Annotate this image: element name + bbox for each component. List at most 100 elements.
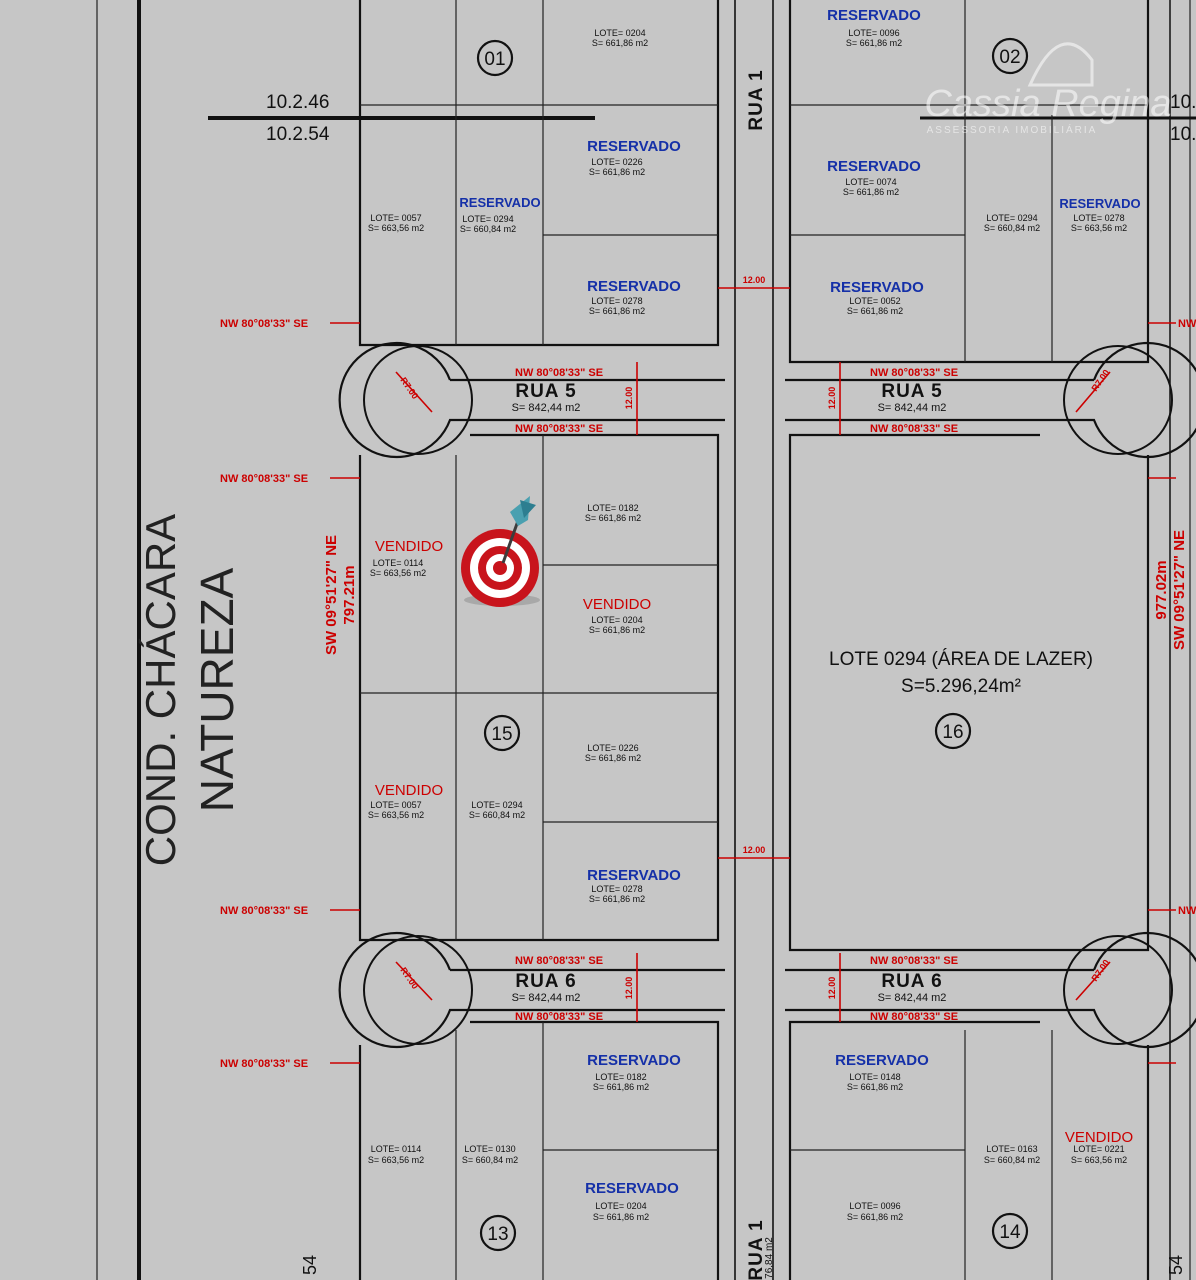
width-12-a: 12.00 — [743, 275, 766, 285]
street-name: RUA 5 — [881, 381, 942, 402]
leisure-area: S=5.296,24m² — [901, 676, 1021, 697]
street-name: RUA 6 — [515, 971, 576, 992]
radius-3: R7.00 — [398, 965, 420, 990]
map-text: S= 660,84 m2 — [460, 224, 516, 234]
street-name: RUA 5 — [515, 381, 576, 402]
map-text: RESERVADO — [587, 278, 681, 295]
street-area: S= 842,44 m2 — [878, 402, 947, 414]
dim-right-bottom: 10. — [1170, 124, 1196, 145]
map-text: RESERVADO — [587, 138, 681, 155]
map-text: RESERVADO — [827, 158, 921, 175]
street-area: S= 842,44 m2 — [512, 402, 581, 414]
quadra-number: 14 — [999, 1222, 1021, 1243]
leisure-title: LOTE 0294 (ÁREA DE LAZER) — [829, 649, 1093, 670]
map-text: RESERVADO — [585, 1180, 679, 1197]
map-text: RESERVADO — [835, 1052, 929, 1069]
map-text: S= 661,86 m2 — [589, 306, 645, 316]
width-12-f: 12.00 — [827, 977, 837, 1000]
map-text: VENDIDO — [375, 538, 443, 555]
quadra-number: 16 — [942, 722, 963, 743]
bearing-rua6-l-top: NW 80°08'33" SE — [515, 955, 603, 967]
map-text: S= 663,56 m2 — [1071, 1155, 1127, 1165]
width-12-d: 12.00 — [827, 387, 837, 410]
quadra-circle: 02 — [991, 37, 1029, 75]
map-text: LOTE= 0148 — [849, 1072, 900, 1082]
map-text: RESERVADO — [1059, 196, 1140, 211]
watermark-sub: ASSESSORIA IMOBILIÁRIA — [927, 123, 1098, 136]
map-text: S= 663,56 m2 — [368, 223, 424, 233]
rua-1-label-bottom: RUA 1 — [746, 1219, 767, 1280]
condo-line1: COND. CHÁCARA — [137, 514, 184, 866]
map-text: RESERVADO — [587, 1052, 681, 1069]
map-text: LOTE= 0114 — [373, 558, 424, 568]
rua-1-edges — [734, 0, 774, 1280]
quadra-number: 15 — [491, 724, 512, 745]
map-text: S= 661,86 m2 — [593, 1082, 649, 1092]
map-text: S= 660,84 m2 — [469, 810, 525, 820]
map-text: LOTE= 0204 — [594, 28, 645, 38]
map-text: LOTE= 0204 — [591, 615, 642, 625]
map-text: LOTE= 0294 — [462, 214, 513, 224]
street-labels: RUA 5 S= 842,44 m2 RUA 5 S= 842,44 m2 RU… — [512, 381, 947, 1004]
quadra-circle: 13 — [479, 1214, 517, 1252]
map-text: LOTE= 0114 — [371, 1144, 422, 1154]
width-12-c: 12.00 — [624, 387, 634, 410]
dimension-ticks — [330, 287, 1176, 1064]
width-12-e: 12.00 — [624, 977, 634, 1000]
bearing-right-3: NW 80°08'33" SE — [1178, 905, 1196, 917]
map-text: S= 661,86 m2 — [589, 167, 645, 177]
map-text: LOTE= 0052 — [849, 296, 900, 306]
map-text: S= 661,86 m2 — [847, 1082, 903, 1092]
map-text: S= 661,86 m2 — [585, 513, 641, 523]
map-text: S= 661,86 m2 — [589, 625, 645, 635]
map-text: LOTE= 0204 — [595, 1201, 646, 1211]
map-text: LOTE= 0221 — [1073, 1144, 1124, 1154]
rua-1-label: RUA 1 — [746, 69, 767, 130]
map-text: S= 663,56 m2 — [368, 810, 424, 820]
map-text: S= 661,86 m2 — [847, 1212, 903, 1222]
map-text: S= 663,56 m2 — [368, 1155, 424, 1165]
bearing-right-1: NW 80°08'33" SE — [1178, 318, 1196, 330]
boundary-lines — [96, 0, 1196, 1280]
bearing-rua5-r-top: NW 80°08'33" SE — [870, 367, 958, 379]
map-text: VENDIDO — [1065, 1129, 1133, 1146]
map-text: LOTE= 0057 — [370, 800, 421, 810]
map-text: LOTE= 0278 — [1073, 213, 1124, 223]
quadra-circle: 16 — [934, 712, 972, 750]
quadra-markers: 01 02 15 16 13 14 — [476, 37, 1029, 1252]
quadra-number: 01 — [484, 49, 505, 70]
quadra-number: 02 — [999, 47, 1020, 68]
map-text: S= 660,84 m2 — [462, 1155, 518, 1165]
map-text: LOTE= 0130 — [464, 1144, 515, 1154]
bearing-rua5-r-bot: NW 80°08'33" SE — [870, 423, 958, 435]
bearing-rua6-r-bot: NW 80°08'33" SE — [870, 1011, 958, 1023]
map-text: VENDIDO — [375, 782, 443, 799]
watermark: Cassia Regina ASSESSORIA IMOBILIÁRIA — [924, 42, 1172, 136]
right-side-length: 977.02m — [1153, 560, 1170, 619]
map-text: LOTE= 0182 — [595, 1072, 646, 1082]
condo-line2: NATUREZA — [191, 567, 243, 812]
map-text: S= 661,86 m2 — [593, 1212, 649, 1222]
bottom-left-number: 54 — [300, 1255, 320, 1275]
map-text: S= 663,56 m2 — [1071, 223, 1127, 233]
map-text: LOTE= 0057 — [370, 213, 421, 223]
bearing-left-4: NW 80°08'33" SE — [220, 1058, 308, 1070]
map-text: RESERVADO — [827, 7, 921, 24]
map-text: S= 660,84 m2 — [984, 1155, 1040, 1165]
